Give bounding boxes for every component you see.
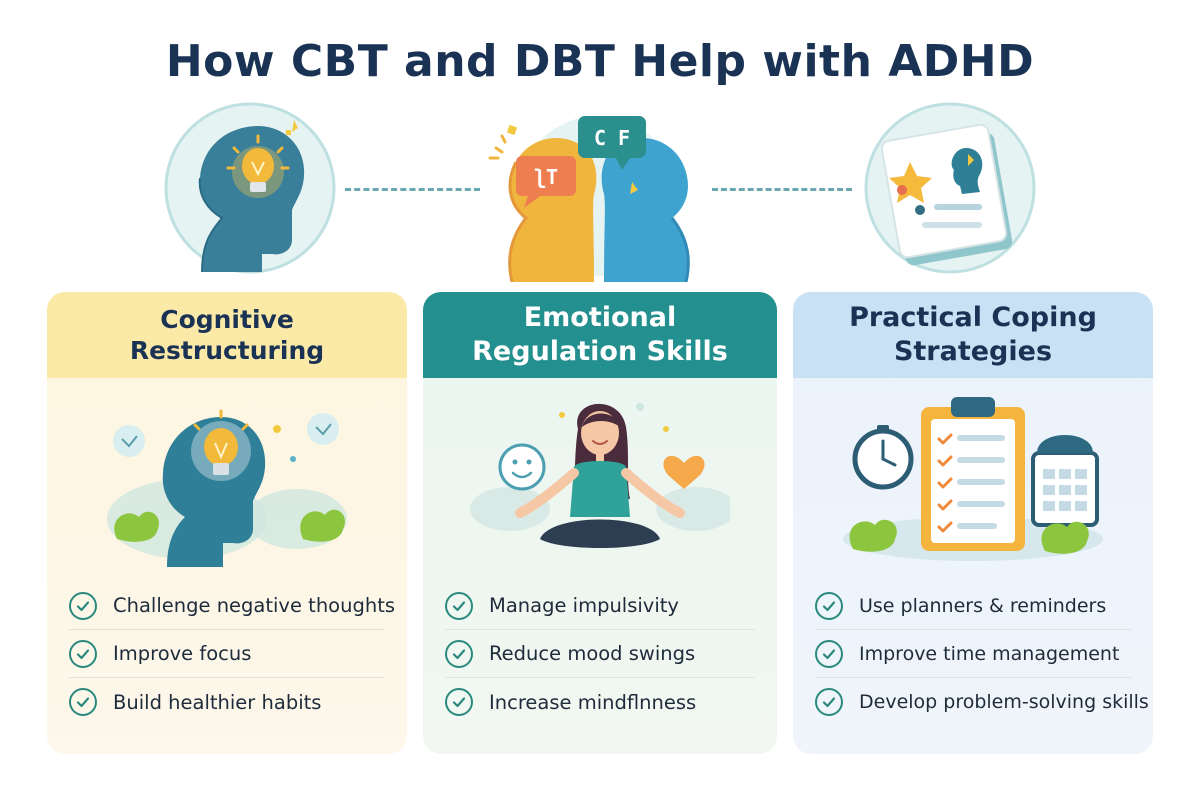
- checklist-profile-icon: [862, 100, 1038, 276]
- list-item: Manage impulsivity: [445, 582, 755, 630]
- head-lightbulb-icon: [107, 409, 347, 567]
- clipboard-illustration: [793, 384, 1153, 574]
- head-lightbulb-icon: [162, 100, 338, 276]
- list-item: Use planners & reminders: [815, 582, 1131, 630]
- list-item: Challenge negative thoughts: [69, 582, 395, 630]
- list-item: Improve time management: [815, 630, 1131, 678]
- list-item-text: Improve time management: [859, 642, 1120, 665]
- list-item-text: Increase mindflnness: [489, 690, 697, 714]
- check-circle-icon: [69, 591, 97, 620]
- check-circle-icon: [815, 688, 843, 716]
- list-item: Reduce mood swings: [445, 630, 755, 678]
- clipboard-clock-calendar-icon: [843, 397, 1103, 561]
- card-heading: Practical Coping Strategies: [793, 292, 1153, 378]
- list-item: Develop problem-solving skills: [815, 678, 1149, 726]
- head-lightbulb-illustration: [47, 384, 407, 574]
- check-circle-icon: [815, 639, 843, 668]
- meditating-woman-icon: [470, 403, 730, 548]
- list-item: Increase mindflnness: [445, 678, 755, 726]
- card-practical-coping: Practical Coping Strategies: [793, 292, 1153, 754]
- meditating-woman-illustration: [423, 384, 777, 574]
- card-emotional-regulation: Emotional Regulation Skills Ma: [423, 292, 777, 754]
- check-circle-icon: [445, 688, 473, 716]
- list-item: Build healthier habits: [69, 678, 385, 726]
- checklist: Challenge negative thoughts Improve focu…: [47, 582, 407, 726]
- list-item-text: Improve focus: [113, 642, 252, 665]
- list-item-text: Reduce mood swings: [489, 642, 696, 665]
- check-circle-icon: [69, 639, 97, 668]
- list-item-text: Manage impulsivity: [489, 594, 679, 617]
- list-item-text: Challenge negative thoughts: [113, 594, 396, 617]
- list-item-text: Develop problem-solving skills: [859, 691, 1149, 713]
- check-circle-icon: [69, 688, 97, 716]
- dashed-connector: [345, 188, 480, 191]
- list-item: Improve focus: [69, 630, 385, 678]
- speech-bubble-left-text: ʅT: [534, 165, 558, 189]
- card-cognitive-restructuring: Cognitive Restructuring: [47, 292, 407, 754]
- card-heading: Cognitive Restructuring: [47, 292, 407, 378]
- check-circle-icon: [445, 591, 473, 620]
- speech-bubble-right-text: C F: [594, 126, 630, 150]
- check-circle-icon: [815, 591, 843, 620]
- checklist: Use planners & reminders Improve time ma…: [793, 582, 1153, 726]
- list-item-text: Build healthier habits: [113, 690, 322, 714]
- list-item-text: Use planners & reminders: [859, 594, 1107, 617]
- check-circle-icon: [445, 639, 473, 668]
- checklist: Manage impulsivity Reduce mood swings In…: [423, 582, 777, 726]
- two-heads-speech-icon: ʅT C F: [482, 96, 714, 282]
- card-heading: Emotional Regulation Skills: [423, 292, 777, 378]
- dashed-connector: [712, 188, 852, 191]
- page-title: How CBT and DBT Help with ADHD: [165, 36, 1035, 87]
